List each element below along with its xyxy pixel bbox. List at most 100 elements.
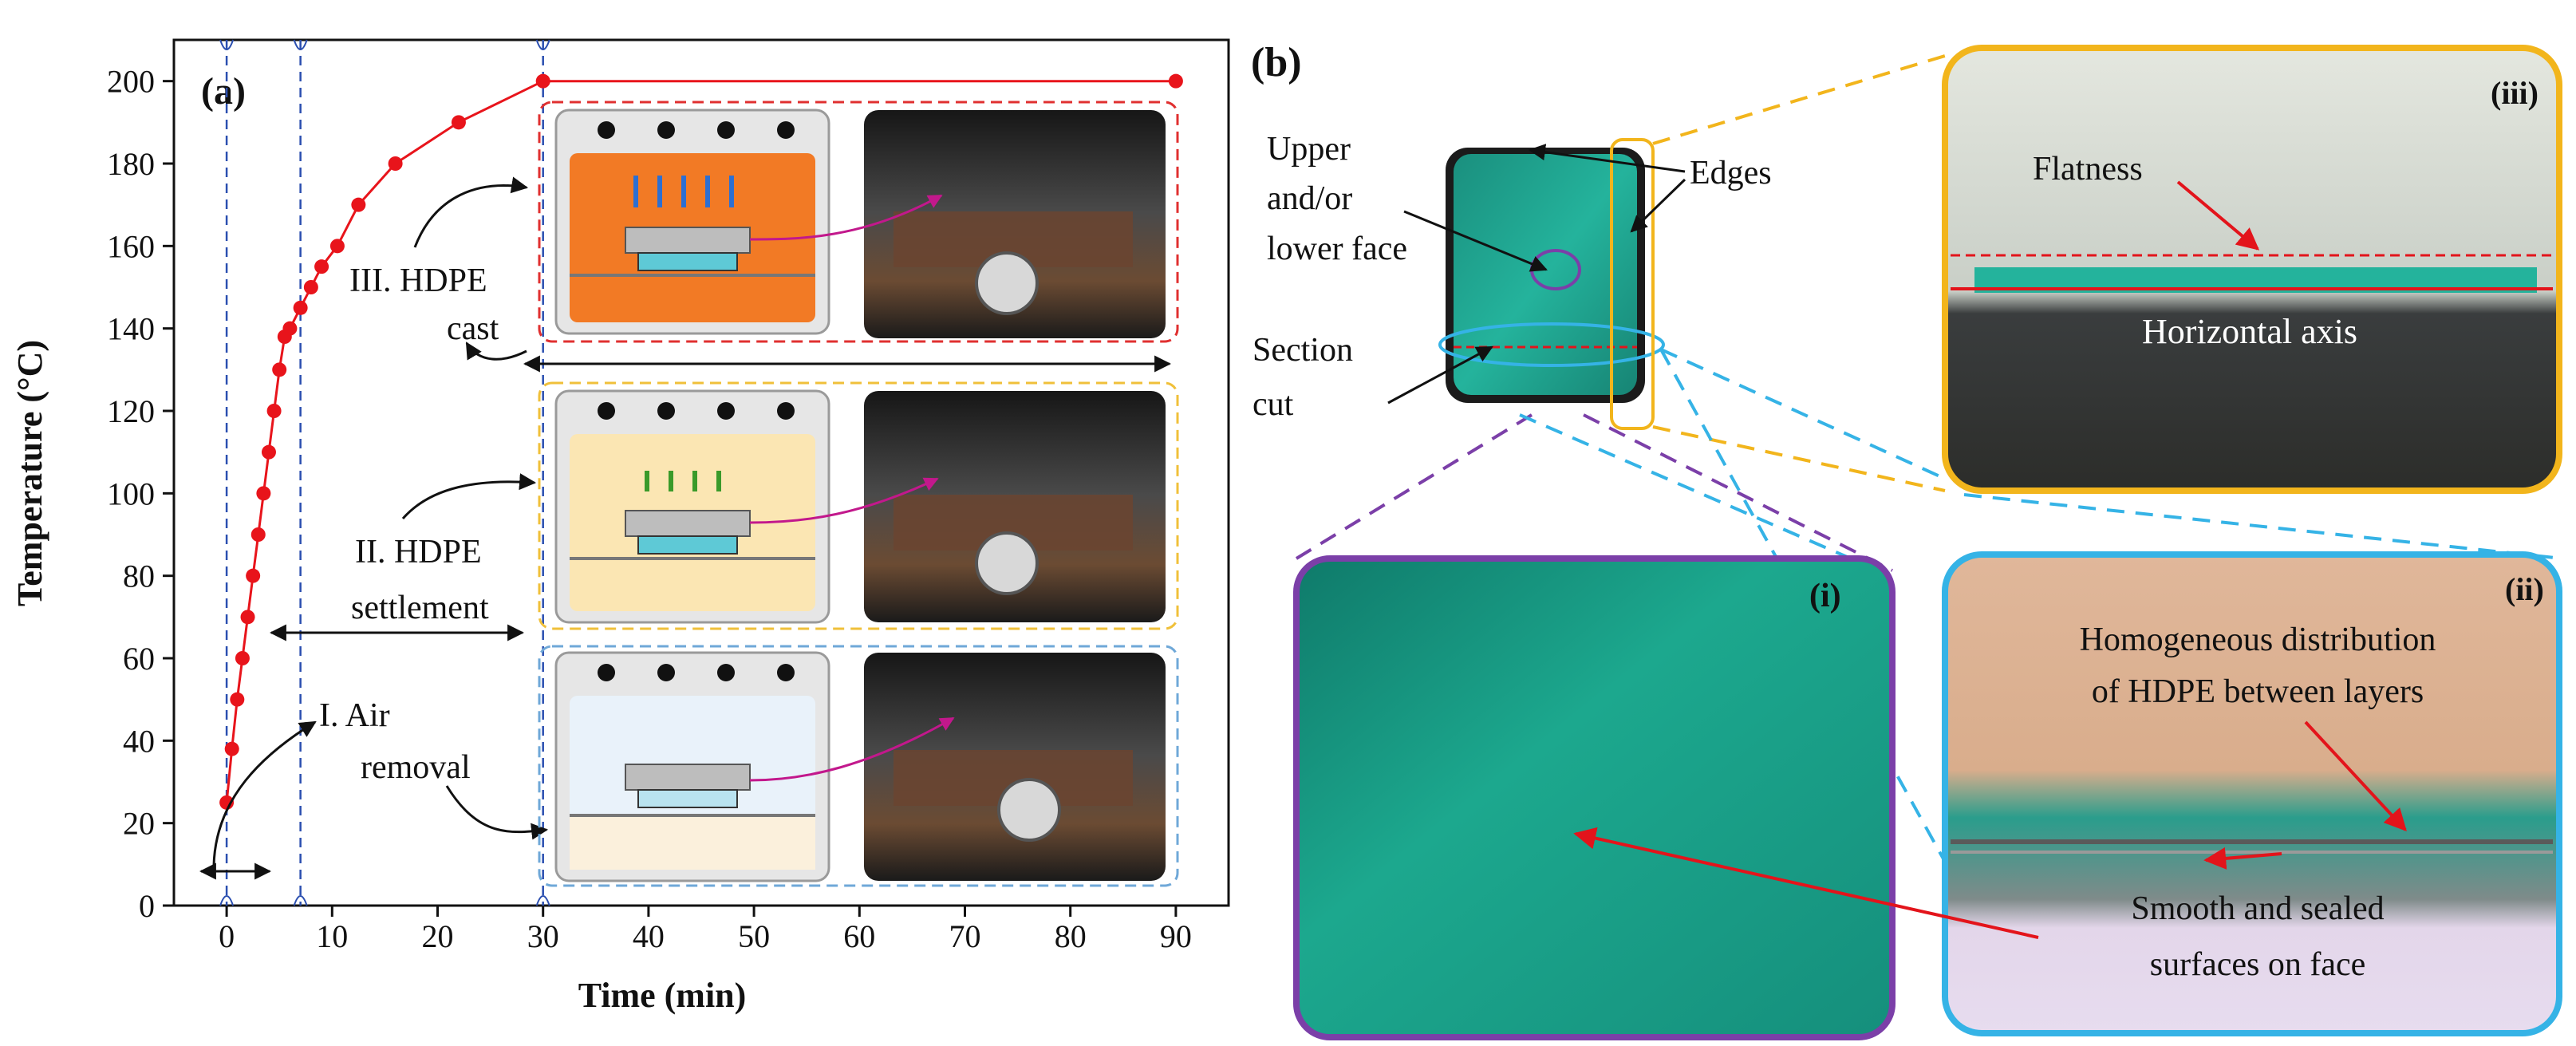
smooth-surface-arrow xyxy=(1573,827,2039,939)
stage1-oven-diagram xyxy=(554,651,830,882)
x-tick-label: 80 xyxy=(1055,918,1087,954)
y-tick-label: 20 xyxy=(123,806,155,842)
flatness-label: Flatness xyxy=(2033,151,2143,187)
x-tick-label: 0 xyxy=(219,918,235,954)
data-point xyxy=(282,321,298,336)
data-point xyxy=(351,197,366,212)
data-point xyxy=(272,362,287,377)
data-point xyxy=(261,444,276,460)
inset-i: (i) xyxy=(1293,555,1896,1040)
y-tick-label: 80 xyxy=(123,559,155,594)
y-tick-label: 0 xyxy=(139,888,155,924)
face-pointer xyxy=(1403,210,1548,272)
stage2-pointer-box xyxy=(401,473,537,519)
stage1-label-line1: I. Air xyxy=(319,697,390,734)
x-tick-label: 60 xyxy=(843,918,875,954)
edges-pointer-2 xyxy=(1630,178,1686,233)
series-line xyxy=(225,80,1176,803)
data-point xyxy=(250,527,266,542)
panel-a-label: (a) xyxy=(201,70,246,112)
panel-b: (b) Upper and/or lower face Section cut … xyxy=(1251,40,2563,1040)
plot-frame xyxy=(172,38,1230,907)
stage3-magenta-pointer xyxy=(749,194,943,241)
y-tick-label: 180 xyxy=(107,146,155,182)
y-tick-label: 40 xyxy=(123,723,155,759)
upper-face-label-1: Upper xyxy=(1267,131,1351,168)
inset-ii: (ii) Homogeneous distribution of HDPE be… xyxy=(1942,551,2562,1036)
stage3-pointer-range xyxy=(465,341,527,361)
section-marker xyxy=(1438,322,1665,367)
x-axis-ticks: 0 10 20 30 40 50 60 70 80 90 xyxy=(219,906,1192,954)
stage-boundary-cap-top xyxy=(293,39,308,50)
y-tick-label: 100 xyxy=(107,476,155,511)
inset-ii-text-3: Smooth and sealed xyxy=(2131,890,2384,927)
stage2-oven-diagram xyxy=(554,389,830,624)
stage3-oven-diagram xyxy=(554,109,830,335)
flatness-arrow xyxy=(2176,180,2260,251)
x-tick-label: 40 xyxy=(633,918,665,954)
data-point xyxy=(224,741,239,756)
upper-face-label-3: lower face xyxy=(1267,231,1407,267)
section-cut-label-2: cut xyxy=(1252,386,1294,423)
y-tick-label: 140 xyxy=(107,311,155,347)
stage1-pointer-up xyxy=(212,720,317,866)
stage3-label-line1: III. HDPE xyxy=(349,262,487,299)
data-point xyxy=(256,486,271,501)
data-point xyxy=(314,259,329,274)
data-point xyxy=(388,156,403,171)
x-tick-label: 90 xyxy=(1160,918,1192,954)
stage1-magenta-pointer xyxy=(749,716,955,782)
data-point xyxy=(329,239,345,254)
inset-iii: (iii) Flatness Horizontal axis xyxy=(1942,45,2562,494)
horizontal-axis-label: Horizontal axis xyxy=(2142,312,2357,351)
stage3-box xyxy=(538,101,1179,343)
x-tick-label: 30 xyxy=(527,918,559,954)
data-point xyxy=(293,300,308,315)
stage-boundary-cap-bottom xyxy=(219,895,235,906)
panel-b-label: (b) xyxy=(1251,40,1302,85)
stage-boundary-cap-bottom xyxy=(535,895,550,906)
stage-boundary-cap-top xyxy=(219,39,235,50)
y-tick-label: 60 xyxy=(123,641,155,677)
y-tick-label: 200 xyxy=(107,64,155,100)
data-point xyxy=(1168,73,1183,89)
stage1-box xyxy=(538,645,1179,887)
stage3-pointer-box xyxy=(413,176,529,248)
stage-boundary-cap-bottom xyxy=(293,895,308,906)
stage1-frame xyxy=(538,645,1179,887)
stage3-label-line2: cast xyxy=(447,310,499,347)
x-tick-label: 10 xyxy=(316,918,348,954)
x-tick-label: 70 xyxy=(949,918,981,954)
vertical-stage-lines xyxy=(219,39,550,906)
inset-ii-text-1: Homogeneous distribution xyxy=(2080,622,2436,658)
stage2-label-line1: II. HDPE xyxy=(355,534,482,570)
data-point xyxy=(451,115,466,130)
y-tick-label: 160 xyxy=(107,228,155,264)
edges-pointer-1 xyxy=(1528,144,1686,173)
stage2-frame xyxy=(538,381,1179,630)
stage2-box xyxy=(538,381,1179,630)
inset-iii-label: (iii) xyxy=(2491,75,2539,111)
edge-marker xyxy=(1610,138,1655,430)
inset-ii-text-4: surfaces on face xyxy=(2150,946,2366,983)
x-tick-label: 50 xyxy=(738,918,770,954)
inset-i-label: (i) xyxy=(1809,578,1841,614)
data-point xyxy=(246,568,261,583)
section-pointer xyxy=(1387,345,1493,405)
x-tick-label: 20 xyxy=(422,918,454,954)
data-point xyxy=(230,692,245,707)
section-cut-label-1: Section xyxy=(1252,332,1353,369)
stage3-frame xyxy=(538,101,1179,343)
data-point xyxy=(266,404,282,418)
data-point xyxy=(235,651,250,665)
hdpe-sample xyxy=(1438,138,1665,430)
upper-face-label-2: and/or xyxy=(1267,180,1352,217)
x-axis-label: Time (min) xyxy=(578,976,747,1015)
inset-ii-label: (ii) xyxy=(2505,571,2544,607)
stage1-label-line2: removal xyxy=(361,749,471,786)
distribution-arrow xyxy=(2304,720,2407,832)
inset-ii-text-2: of HDPE between layers xyxy=(2092,673,2424,710)
